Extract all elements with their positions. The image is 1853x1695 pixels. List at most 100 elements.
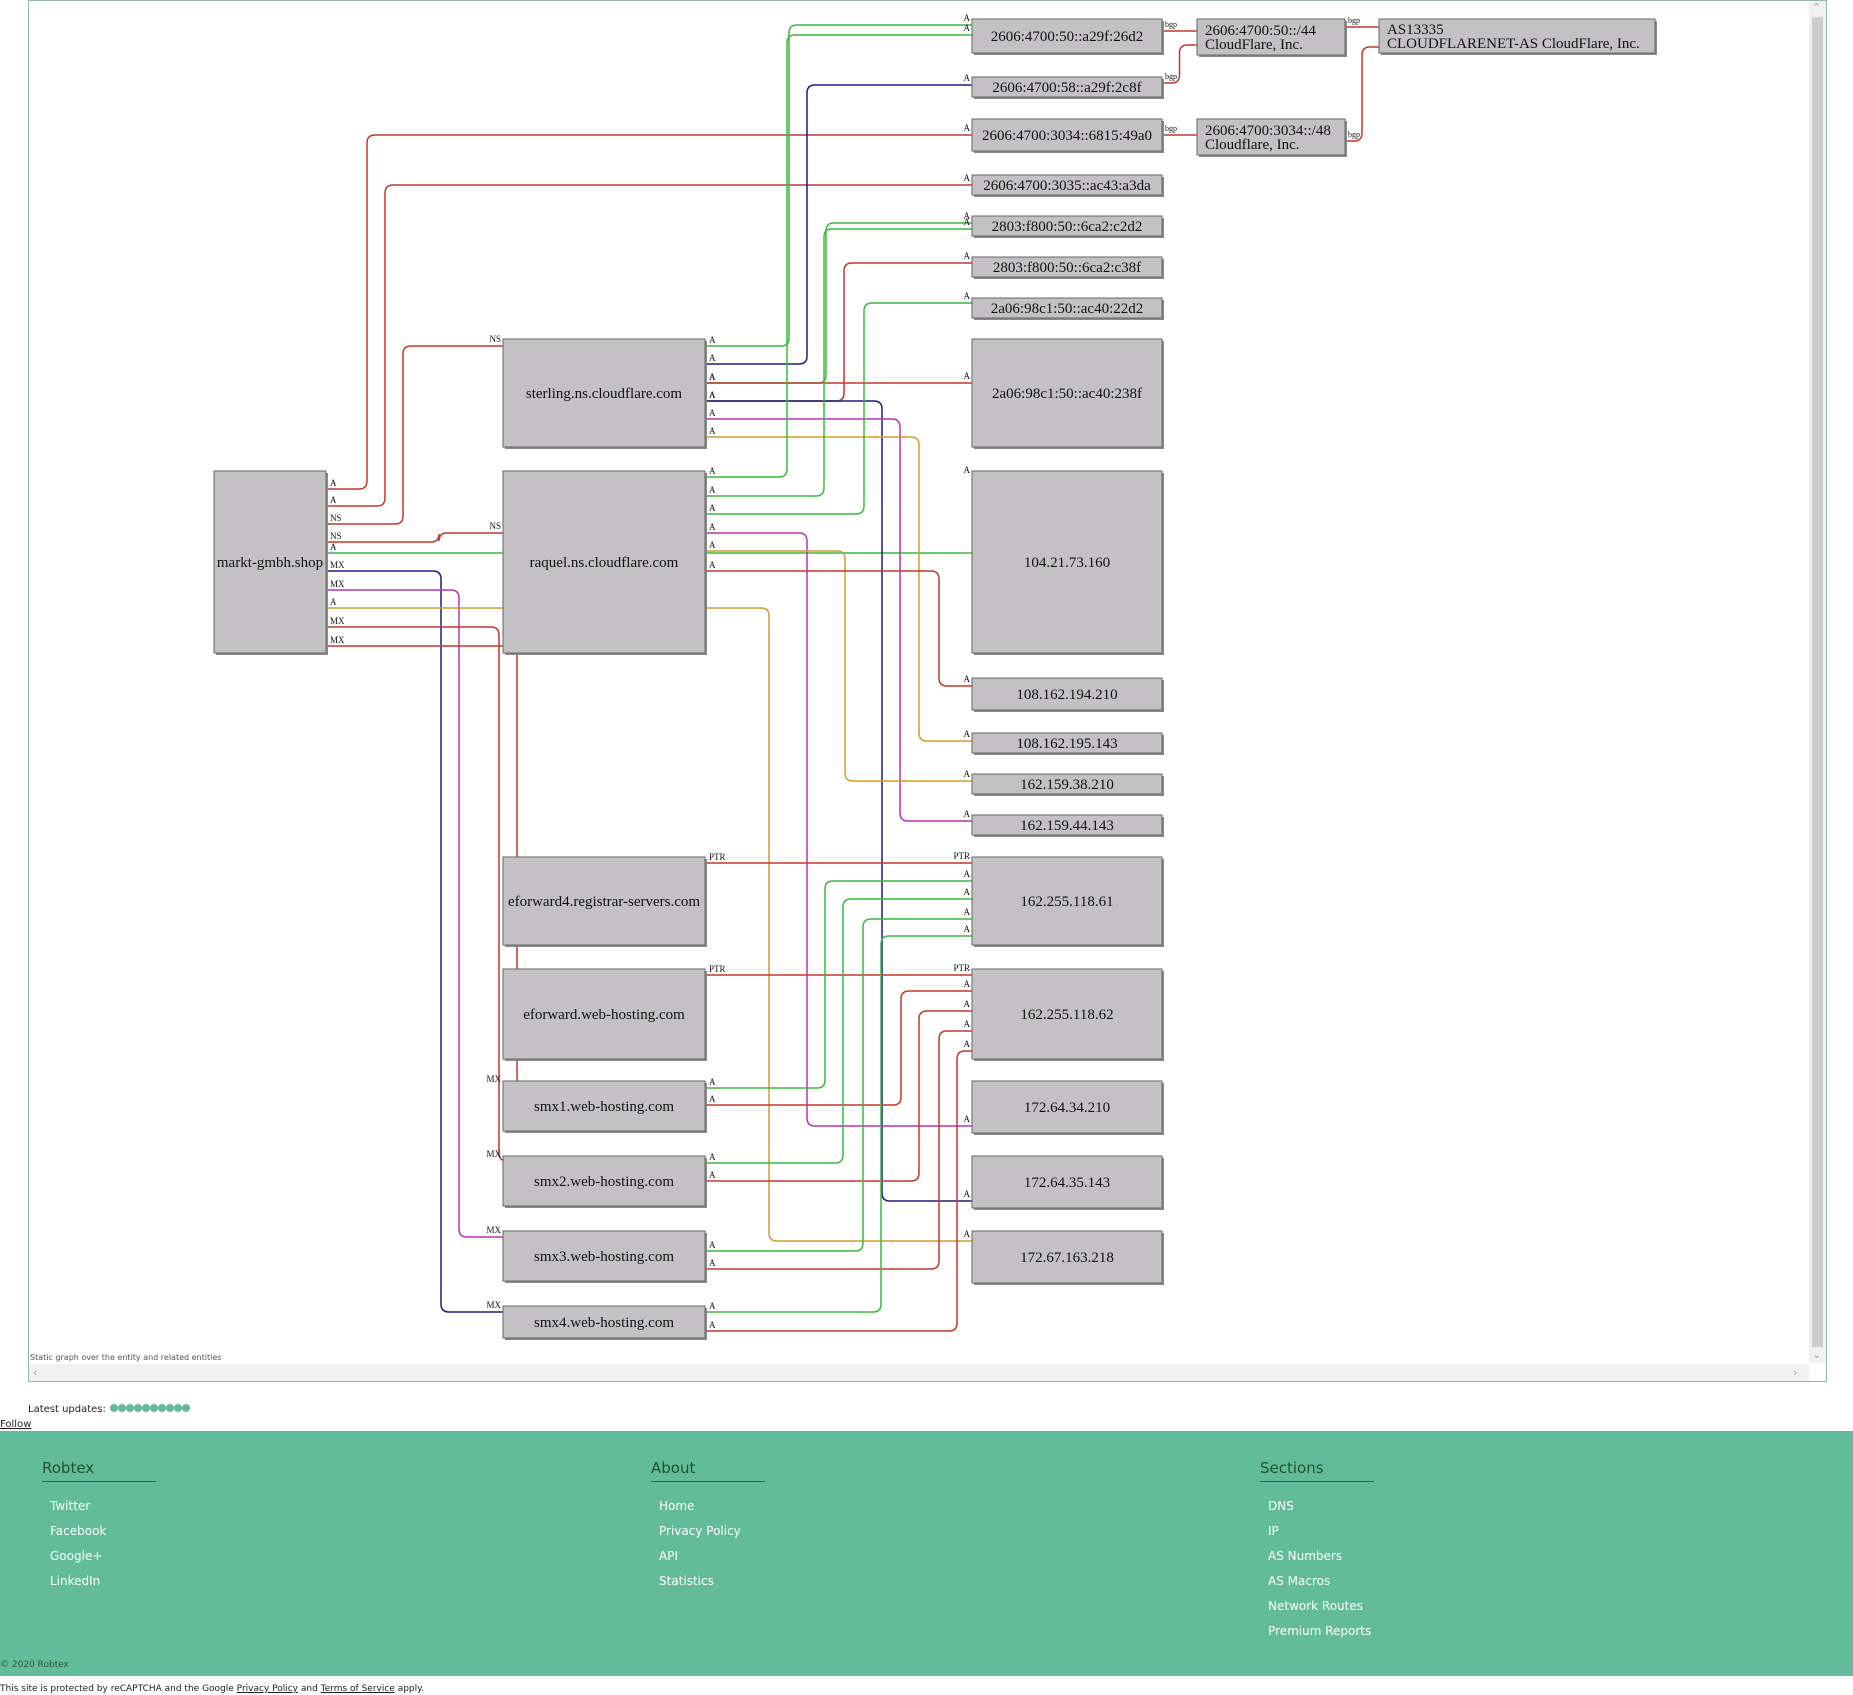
vertical-scroll-thumb[interactable]: [1812, 17, 1823, 1347]
edge-label: A: [709, 372, 716, 382]
scroll-right-icon[interactable]: ›: [1793, 1366, 1798, 1379]
node-ip10[interactable]: [971, 1230, 1164, 1285]
footer-link-api[interactable]: API: [659, 1549, 678, 1563]
footer-link-dns[interactable]: DNS: [1268, 1499, 1294, 1513]
edge-label: A: [964, 13, 971, 23]
vertical-scrollbar[interactable]: ⌃ ⌄: [1809, 1, 1826, 1363]
edge-ns2-v6g: [705, 302, 972, 515]
footer-link-as-numbers[interactable]: AS Numbers: [1268, 1549, 1343, 1563]
footer-link-as-macros[interactable]: AS Macros: [1268, 1574, 1331, 1588]
node-smx2[interactable]: [502, 1155, 707, 1208]
footer-link-home[interactable]: Home: [659, 1499, 695, 1513]
update-dot[interactable]: [181, 1404, 190, 1412]
edge-root-ns1: [326, 345, 503, 525]
footer-link-linkedin[interactable]: LinkedIn: [50, 1574, 101, 1588]
edge-root-smx1: [326, 645, 526, 1087]
node-asn[interactable]: [1378, 18, 1657, 55]
edge-label: MX: [330, 616, 345, 626]
edge-label: A: [709, 408, 716, 418]
node-ip7[interactable]: [971, 968, 1164, 1061]
edge-label: A: [709, 1320, 716, 1330]
node-ip8[interactable]: [971, 1080, 1164, 1135]
update-dot[interactable]: [173, 1404, 182, 1412]
node-smx4[interactable]: [502, 1305, 707, 1340]
edge-smx1-ip7: [705, 990, 972, 1106]
update-dot[interactable]: [149, 1404, 158, 1412]
footer-link-twitter[interactable]: Twitter: [50, 1499, 91, 1513]
edge-v6b-rt1: [1162, 44, 1197, 84]
edge-label: A: [964, 1114, 971, 1124]
edge-label: MX: [486, 1300, 501, 1310]
node-v6b[interactable]: [971, 76, 1164, 99]
update-dot[interactable]: [109, 1404, 118, 1412]
edge-label: A: [964, 999, 971, 1009]
node-label: raquel.ns.cloudflare.com: [530, 555, 679, 571]
follow-link[interactable]: Follow: [0, 1419, 32, 1430]
footer-link-ip[interactable]: IP: [1268, 1524, 1279, 1538]
footer-link-network-routes[interactable]: Network Routes: [1268, 1599, 1364, 1613]
edge-root-ip10: [326, 607, 972, 1242]
node-rt1[interactable]: [1196, 18, 1347, 57]
edge-root-smx4: [326, 570, 503, 1313]
footer-link-googleplus[interactable]: Google+: [50, 1549, 103, 1563]
edge-label: PTR: [709, 852, 726, 862]
node-ns1[interactable]: [502, 338, 707, 449]
edge-label: A: [709, 1258, 716, 1268]
node-rt2[interactable]: [1196, 118, 1347, 157]
update-dot[interactable]: [157, 1404, 166, 1412]
footer-link-privacy-policy[interactable]: Privacy Policy: [659, 1524, 741, 1538]
node-root[interactable]: [213, 470, 328, 655]
horizontal-scrollbar[interactable]: ‹ ›: [29, 1364, 1809, 1381]
footer-divider: [0, 1676, 1853, 1679]
update-dot[interactable]: [125, 1404, 134, 1412]
node-smx3[interactable]: [502, 1230, 707, 1283]
node-label: 2606:4700:50::/44: [1205, 23, 1316, 39]
node-v6e[interactable]: [971, 215, 1164, 238]
edge-ns2-ip4: [705, 550, 972, 782]
update-dot[interactable]: [117, 1404, 126, 1412]
node-ip6[interactable]: [971, 856, 1164, 947]
edge-label: A: [709, 1301, 716, 1311]
privacy-policy-link[interactable]: Privacy Policy: [236, 1684, 299, 1694]
update-dot[interactable]: [141, 1404, 150, 1412]
scroll-left-icon[interactable]: ‹: [33, 1366, 38, 1379]
footer-link-statistics[interactable]: Statistics: [659, 1574, 714, 1588]
node-smx1[interactable]: [502, 1080, 707, 1133]
edge-root-smx3: [326, 589, 503, 1238]
node-ef4[interactable]: [502, 856, 707, 947]
node-ip9[interactable]: [971, 1155, 1164, 1210]
node-label: CLOUDFLARENET-AS CloudFlare, Inc.: [1387, 36, 1640, 52]
node-ip3[interactable]: [971, 732, 1164, 755]
update-dot[interactable]: [133, 1404, 142, 1412]
terms-of-service-link[interactable]: Terms of Service: [320, 1684, 395, 1694]
edge-label: A: [709, 1094, 716, 1104]
node-label: 2803:f800:50::6ca2:c2d2: [992, 219, 1143, 235]
node-v6f[interactable]: [971, 256, 1164, 279]
edge-label: A: [709, 335, 716, 345]
footer-link-facebook[interactable]: Facebook: [50, 1524, 107, 1538]
node-v6a[interactable]: [971, 18, 1164, 55]
scroll-down-icon[interactable]: ⌄: [1812, 1348, 1822, 1361]
edge-label: A: [330, 495, 337, 505]
node-ip4[interactable]: [971, 773, 1164, 796]
node-ip1[interactable]: [971, 470, 1164, 655]
edge-rt2-asn: [1345, 46, 1379, 142]
update-indicators[interactable]: [109, 1404, 190, 1415]
node-v6c[interactable]: [971, 118, 1164, 153]
footer-link-premium-reports[interactable]: Premium Reports: [1268, 1624, 1372, 1638]
node-v6h[interactable]: [971, 338, 1164, 449]
node-label: markt-gmbh.shop: [217, 555, 323, 571]
recaptcha-text: apply.: [394, 1684, 425, 1694]
node-efw[interactable]: [502, 968, 707, 1061]
edge-label: A: [964, 979, 971, 989]
node-ns2[interactable]: [502, 470, 707, 655]
node-label: 2606:4700:3034::/48: [1205, 123, 1331, 139]
scroll-up-icon[interactable]: ⌃: [1812, 1, 1822, 14]
node-ip2[interactable]: [971, 677, 1164, 712]
node-ip5[interactable]: [971, 814, 1164, 837]
edge-label: A: [964, 1189, 971, 1199]
update-dot[interactable]: [165, 1404, 174, 1412]
node-v6g[interactable]: [971, 297, 1164, 320]
node-v6d[interactable]: [971, 174, 1164, 197]
